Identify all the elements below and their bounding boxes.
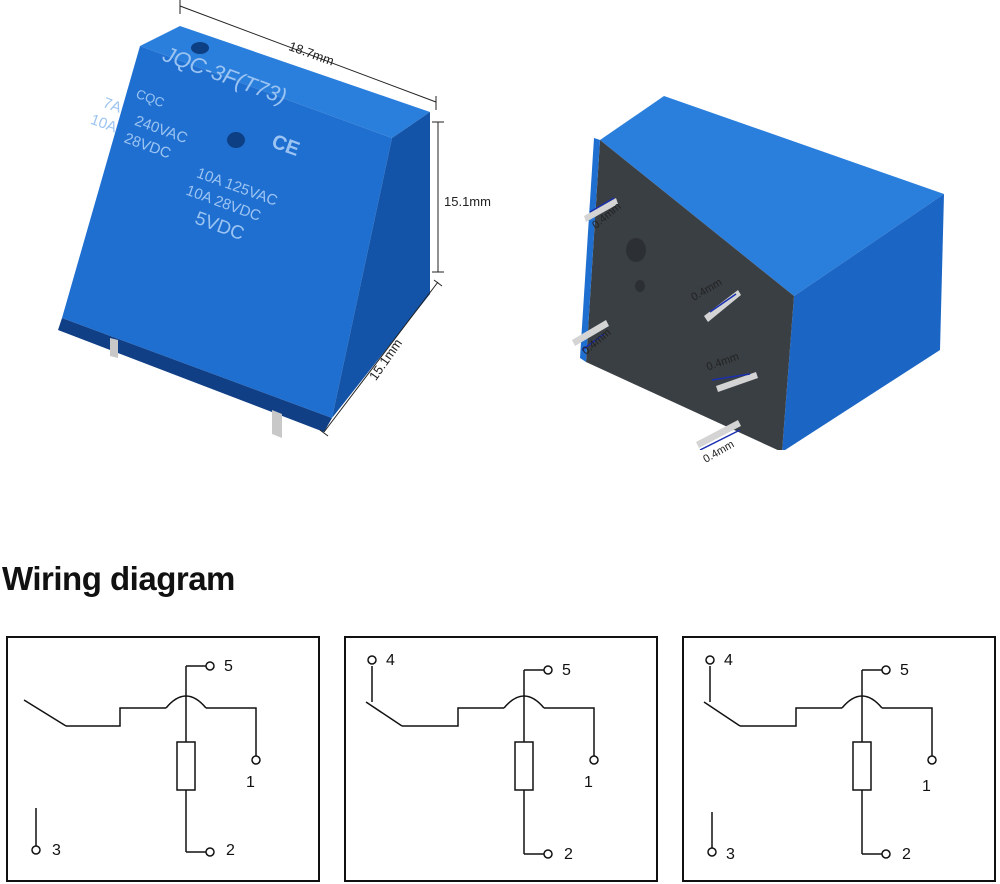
relay-front-view: JQC-3F(T73) CQC CE 7A 240VAC 10A 28VDC 1… — [58, 0, 444, 438]
pin-icon — [584, 198, 618, 222]
terminal-label: 5 — [224, 658, 233, 675]
terminal-label: 2 — [902, 846, 911, 863]
terminal-label: 2 — [564, 846, 573, 863]
pin-icon — [272, 410, 282, 438]
wiring-diagram-3: 4 5 1 3 2 — [682, 636, 996, 882]
pin-icon — [110, 338, 118, 358]
terminal-label: 3 — [52, 842, 61, 859]
pin-icon — [716, 372, 758, 392]
pin-icon — [704, 290, 741, 322]
wiring-diagram-2: 4 5 1 2 — [344, 636, 658, 882]
terminal-label: 1 — [922, 778, 931, 795]
terminal-label: 5 — [562, 662, 571, 679]
relay-pin-view — [572, 96, 944, 450]
pin-icon — [572, 320, 609, 346]
pin-icon — [696, 420, 741, 448]
terminal-label: 3 — [726, 846, 735, 863]
terminal-label: 1 — [246, 774, 255, 791]
wiring-diagram-1: 5 1 2 3 — [6, 636, 320, 882]
wiring-diagram-title: Wiring diagram — [2, 560, 235, 597]
terminal-label: 2 — [226, 842, 235, 859]
terminal-label: 4 — [724, 652, 733, 669]
height-dimension-label: 15.1mm — [444, 194, 491, 209]
terminal-label: 1 — [584, 774, 593, 791]
terminal-label: 4 — [386, 652, 395, 669]
terminal-label: 5 — [900, 662, 909, 679]
rating-left-1: 7A — [101, 94, 124, 116]
